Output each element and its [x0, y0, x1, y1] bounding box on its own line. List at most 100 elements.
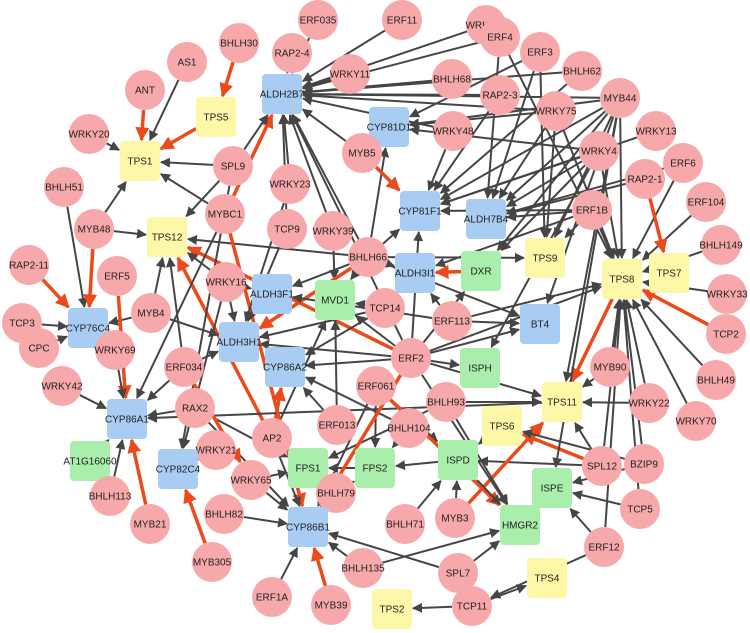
node-dxr[interactable]: DXR	[461, 251, 501, 291]
node-tcp11[interactable]: TCP11	[452, 586, 492, 626]
node-cyp81d1[interactable]: CYP81D1	[367, 107, 412, 147]
node-tps9[interactable]: TPS9	[525, 238, 565, 278]
node-erf104[interactable]: ERF104	[686, 182, 726, 222]
node-myb4[interactable]: MYB4	[131, 293, 171, 333]
node-bhlh93[interactable]: BHLH93	[426, 382, 466, 422]
node-rap2-3[interactable]: RAP2-3	[480, 75, 520, 115]
node-bhlh82[interactable]: BHLH82	[204, 494, 244, 534]
node-bhlh62[interactable]: BHLH62	[562, 51, 602, 91]
node-wrky22[interactable]: WRKY22	[628, 383, 670, 423]
node-ant[interactable]: ANT	[125, 70, 165, 110]
node-rap2-1[interactable]: RAP2-1	[625, 159, 665, 199]
node-tps2[interactable]: TPS2	[372, 589, 412, 629]
node-aldh3f1[interactable]: ALDH3F1	[250, 274, 294, 314]
node-wrky69[interactable]: WRKY69	[94, 330, 136, 370]
node-mybc1[interactable]: MYBC1	[205, 194, 245, 234]
node-bhlh68[interactable]: BHLH68	[432, 59, 472, 99]
node-fps1[interactable]: FPS1	[288, 448, 328, 488]
node-erf4[interactable]: ERF4	[480, 17, 520, 57]
node-cyp86a2[interactable]: CYP86A2	[263, 347, 307, 387]
node-bhlh49[interactable]: BHLH49	[696, 360, 736, 400]
node-erf5[interactable]: ERF5	[97, 256, 137, 296]
node-aldh2b7[interactable]: ALDH2B7	[260, 74, 305, 114]
node-ap2[interactable]: AP2	[252, 418, 292, 458]
node-cyp81f1[interactable]: CYP81F1	[398, 191, 442, 231]
node-cyp86a1[interactable]: CYP86A1	[105, 399, 149, 439]
node-rap2-11[interactable]: RAP2-11	[9, 245, 49, 285]
node-bhlh30[interactable]: BHLH30	[219, 23, 259, 63]
node-myb39[interactable]: MYB39	[311, 585, 351, 625]
node-tps1[interactable]: TPS1	[120, 141, 160, 181]
node-aldh7b4[interactable]: ALDH7B4	[464, 199, 509, 239]
node-myb44[interactable]: MYB44	[600, 78, 640, 118]
node-wrky16[interactable]: WRKY16	[205, 262, 247, 302]
node-aldh3i1[interactable]: ALDH3I1	[395, 253, 436, 293]
node-at1g16060[interactable]: AT1G16060	[63, 441, 117, 481]
node-erf12[interactable]: ERF12	[584, 527, 624, 567]
node-wrky11[interactable]: WRKY11	[330, 54, 371, 94]
node-tcp5[interactable]: TCP5	[620, 489, 660, 529]
node-tps8[interactable]: TPS8	[602, 259, 642, 299]
node-myb21[interactable]: MYB21	[130, 504, 170, 544]
node-erf034[interactable]: ERF034	[164, 347, 204, 387]
node-wrky33[interactable]: WRKY33	[706, 274, 748, 314]
node-erf6[interactable]: ERF6	[663, 143, 703, 183]
node-tps6[interactable]: TPS6	[482, 406, 522, 446]
node-erf2[interactable]: ERF2	[391, 338, 431, 378]
node-ispd[interactable]: ISPD	[438, 440, 478, 480]
node-tps11[interactable]: TPS11	[542, 382, 582, 422]
node-bhlh79[interactable]: BHLH79	[316, 473, 356, 513]
node-cyp86b1[interactable]: CYP86B1	[286, 507, 330, 547]
node-erf061[interactable]: ERF061	[356, 366, 396, 406]
node-tps4[interactable]: TPS4	[527, 558, 567, 598]
node-cyp76c4[interactable]: CYP76C4	[66, 308, 111, 348]
node-erf1a[interactable]: ERF1A	[252, 577, 292, 617]
node-wrky48[interactable]: WRKY48	[432, 111, 474, 151]
node-myb305[interactable]: MYB305	[192, 542, 232, 582]
node-tcp9[interactable]: TCP9	[267, 209, 307, 249]
node-bhlh104[interactable]: BHLH104	[387, 408, 431, 448]
node-tps7[interactable]: TPS7	[649, 253, 689, 293]
node-bhlh149[interactable]: BHLH149	[699, 225, 743, 265]
node-tcp2[interactable]: TCP2	[706, 314, 746, 354]
node-rax2[interactable]: RAX2	[175, 388, 215, 428]
node-bt4[interactable]: BT4	[520, 304, 560, 344]
node-erf3[interactable]: ERF3	[520, 32, 560, 72]
node-bhlh135[interactable]: BHLH135	[341, 548, 385, 588]
node-erf113[interactable]: ERF113	[432, 301, 472, 341]
node-bzip9[interactable]: BZIP9	[624, 444, 664, 484]
node-wrky39[interactable]: WRKY39	[312, 211, 354, 251]
node-erf11[interactable]: ERF11	[382, 0, 422, 40]
node-tps5[interactable]: TPS5	[196, 97, 236, 137]
node-rap2-4[interactable]: RAP2-4	[272, 33, 312, 73]
node-myb48[interactable]: MYB48	[74, 209, 114, 249]
node-as1[interactable]: AS1	[167, 42, 207, 82]
node-spl9[interactable]: SPL9	[213, 146, 253, 186]
node-tcp14[interactable]: TCP14	[365, 288, 405, 328]
node-wrky20[interactable]: WRKY20	[68, 114, 110, 154]
node-cyp82c4[interactable]: CYP82C4	[156, 449, 201, 489]
node-mvd1[interactable]: MVD1	[315, 280, 355, 320]
node-wrky21[interactable]: WRKY21	[195, 430, 237, 470]
node-spl12[interactable]: SPL12	[582, 446, 622, 486]
node-ispe[interactable]: ISPE	[532, 468, 572, 508]
node-wrky75[interactable]: WRKY75	[535, 91, 577, 131]
node-myb3[interactable]: MYB3	[435, 498, 475, 538]
node-wrky42[interactable]: WRKY42	[41, 366, 83, 406]
node-fps2[interactable]: FPS2	[355, 448, 395, 488]
node-erf035[interactable]: ERF035	[298, 0, 338, 40]
node-spl7[interactable]: SPL7	[438, 553, 478, 593]
node-wrky4[interactable]: WRKY4	[579, 131, 619, 171]
node-isph[interactable]: ISPH	[460, 348, 500, 388]
node-hmgr2[interactable]: HMGR2	[500, 505, 540, 545]
node-erf1b[interactable]: ERF1B	[572, 190, 612, 230]
node-myb90[interactable]: MYB90	[590, 347, 630, 387]
node-aldh3h1[interactable]: ALDH3H1	[216, 322, 262, 362]
node-wrky70[interactable]: WRKY70	[675, 401, 717, 441]
node-bhlh71[interactable]: BHLH71	[385, 504, 425, 544]
node-bhlh113[interactable]: BHLH113	[89, 476, 132, 516]
node-cpc[interactable]: CPC	[19, 328, 59, 368]
node-bhlh51[interactable]: BHLH51	[44, 167, 84, 207]
node-myb5[interactable]: MYB5	[342, 133, 382, 173]
node-wrky13[interactable]: WRKY13	[635, 111, 677, 151]
